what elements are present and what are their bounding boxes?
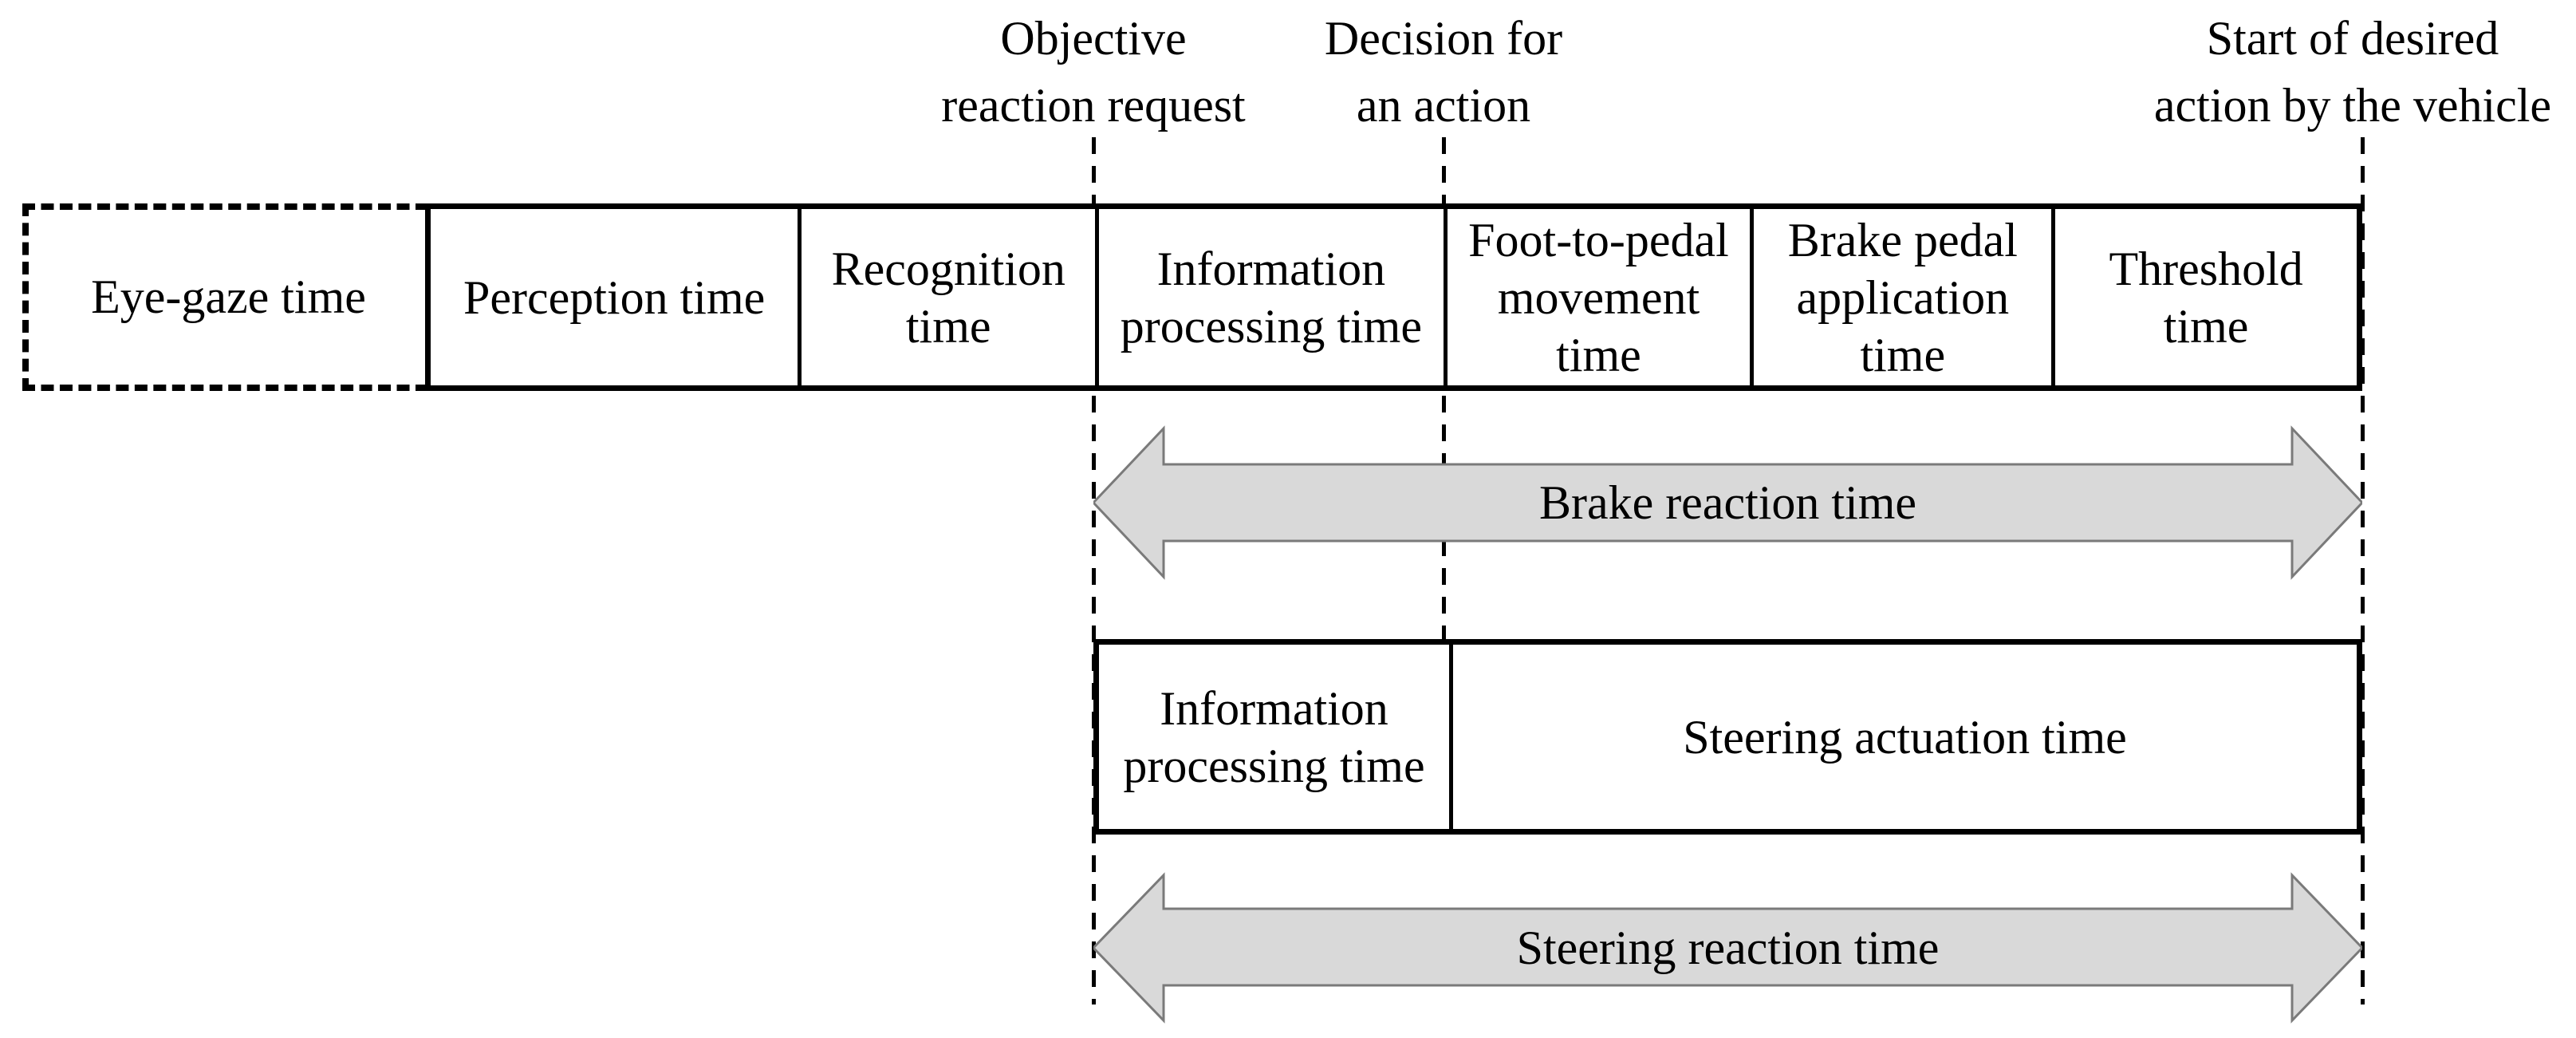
steering-reaction-time-arrow: Steering reaction time xyxy=(1093,871,2362,1024)
start-of-desired-action-label: Start of desired action by the vehicle xyxy=(2074,5,2576,139)
cell-label: Information processing time xyxy=(1123,681,1425,792)
decision-for-action-label: Decision for an action xyxy=(1244,5,1643,139)
start-of-desired-action-line xyxy=(2361,137,2365,1004)
cell-steering-actuation-time: Steering actuation time xyxy=(1449,645,2357,829)
eye-gaze-time-label: Eye-gaze time xyxy=(91,270,366,323)
steering-phases-row: Information processing time Steering act… xyxy=(1093,639,2362,835)
cell-label: Foot-to-pedal movement time xyxy=(1468,213,1729,381)
double-arrow-polygon xyxy=(1093,872,2362,1024)
cell-recognition-time: Recognition time xyxy=(798,209,1095,385)
eye-gaze-time-box: Eye-gaze time xyxy=(22,203,428,391)
reaction-phases-row: Perception time Recognition time Informa… xyxy=(425,203,2362,391)
marker-line: reaction request xyxy=(941,79,1246,132)
objective-reaction-request-label: Objective reaction request xyxy=(894,5,1293,139)
marker-line: Start of desired xyxy=(2206,12,2499,65)
steering-reaction-time-label: Steering reaction time xyxy=(1516,921,1940,974)
marker-line: action by the vehicle xyxy=(2153,79,2552,132)
cell-information-processing-time-2: Information processing time xyxy=(1099,645,1449,829)
marker-line: Objective xyxy=(1000,12,1187,65)
marker-line: an action xyxy=(1356,79,1531,132)
cell-label: Perception time xyxy=(463,270,766,324)
cell-foot-to-pedal-movement-time: Foot-to-pedal movement time xyxy=(1443,209,1751,385)
cell-information-processing-time: Information processing time xyxy=(1095,209,1443,385)
double-arrow-shape xyxy=(1093,425,2362,580)
cell-threshold-time: Threshold time xyxy=(2051,209,2357,385)
cell-label: Recognition time xyxy=(831,242,1065,353)
cell-label: Threshold time xyxy=(2109,242,2303,353)
cell-perception-time: Perception time xyxy=(431,209,798,385)
objective-reaction-request-line xyxy=(1092,137,1096,1004)
cell-brake-pedal-application-time: Brake pedal application time xyxy=(1750,209,2051,385)
cell-label: Brake pedal application time xyxy=(1787,213,2018,381)
double-arrow-shape xyxy=(1093,872,2362,1024)
cell-label: Steering actuation time xyxy=(1683,710,2127,764)
brake-reaction-time-arrow: Brake reaction time xyxy=(1093,424,2362,581)
cell-label: Information processing time xyxy=(1120,242,1422,353)
brake-reaction-time-label: Brake reaction time xyxy=(1538,476,1917,529)
marker-line: Decision for xyxy=(1324,12,1563,65)
double-arrow-polygon xyxy=(1093,425,2362,580)
